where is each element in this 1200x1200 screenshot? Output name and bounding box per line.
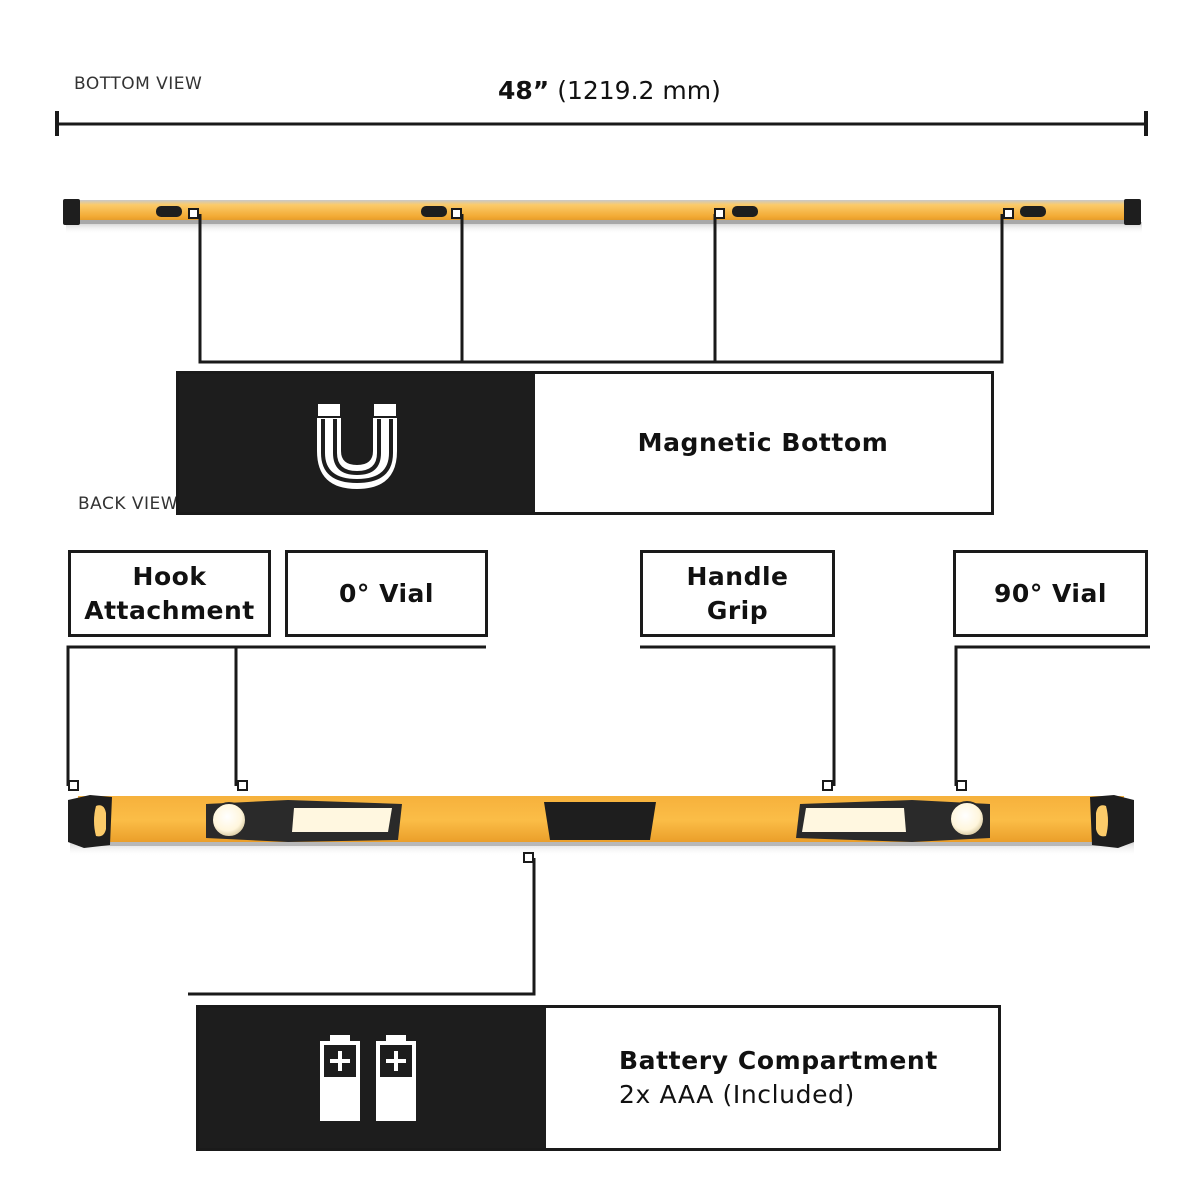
ninety-vial-label: 90° Vial (994, 578, 1107, 608)
handle-window-right (802, 808, 906, 832)
magnet-slot (156, 206, 182, 217)
hook-attachment-callout: Hook Attachment (68, 550, 271, 637)
battery-compartment-callout: Battery Compartment 2x AAA (Included) (196, 1005, 1001, 1151)
magnet-panel (179, 374, 535, 512)
battery-compartment-cover (544, 802, 656, 840)
back-view-leader-lines (66, 645, 1150, 996)
battery-compartment-title: Battery Compartment (619, 1046, 938, 1075)
zero-vial-window (211, 802, 247, 838)
handle-window-left (292, 808, 392, 832)
end-cap-left (68, 795, 112, 848)
magnet-slot (421, 206, 447, 217)
plumb-vial-window (94, 805, 106, 837)
zero-vial-callout: 0° Vial (285, 550, 488, 637)
magnetic-bottom-label: Magnetic Bottom (637, 428, 889, 457)
length-metric: (1219.2 mm) (557, 76, 721, 105)
battery-panel (199, 1008, 546, 1148)
plumb-vial-window (1096, 805, 1108, 837)
back-view-level (68, 795, 1134, 856)
magnet-slot (732, 206, 758, 217)
dimension-line (55, 111, 1148, 136)
magnet-slot (1020, 206, 1046, 217)
magnet-leader-lines (188, 208, 1014, 364)
handle-grip-label-line1: Handle (686, 561, 789, 591)
end-cap-right (1090, 795, 1134, 848)
bottom-view-level (63, 199, 1142, 234)
battery-compartment-detail: 2x AAA (Included) (619, 1080, 855, 1109)
length-dimension: 48” (1219.2 mm) (498, 76, 721, 105)
end-cap-left (63, 199, 80, 225)
end-cap-right (1124, 199, 1141, 225)
hook-attachment-label-line2: Attachment (84, 595, 255, 625)
back-view-label: BACK VIEW (78, 494, 179, 514)
zero-vial-label: 0° Vial (338, 578, 435, 608)
battery-icon (319, 1035, 416, 1121)
magnetic-bottom-callout: Magnetic Bottom (176, 371, 994, 515)
ninety-vial-callout: 90° Vial (953, 550, 1148, 637)
length-imperial: 48” (498, 76, 550, 105)
magnet-icon (316, 402, 398, 489)
ninety-vial-window (949, 801, 985, 837)
bottom-view-label: BOTTOM VIEW (74, 74, 203, 94)
battery-compartment-text: Battery Compartment 2x AAA (Included) (619, 1008, 998, 1148)
handle-grip-label-line2: Grip (706, 595, 769, 625)
hook-attachment-label-line1: Hook (132, 561, 207, 591)
handle-grip-callout: Handle Grip (640, 550, 835, 637)
